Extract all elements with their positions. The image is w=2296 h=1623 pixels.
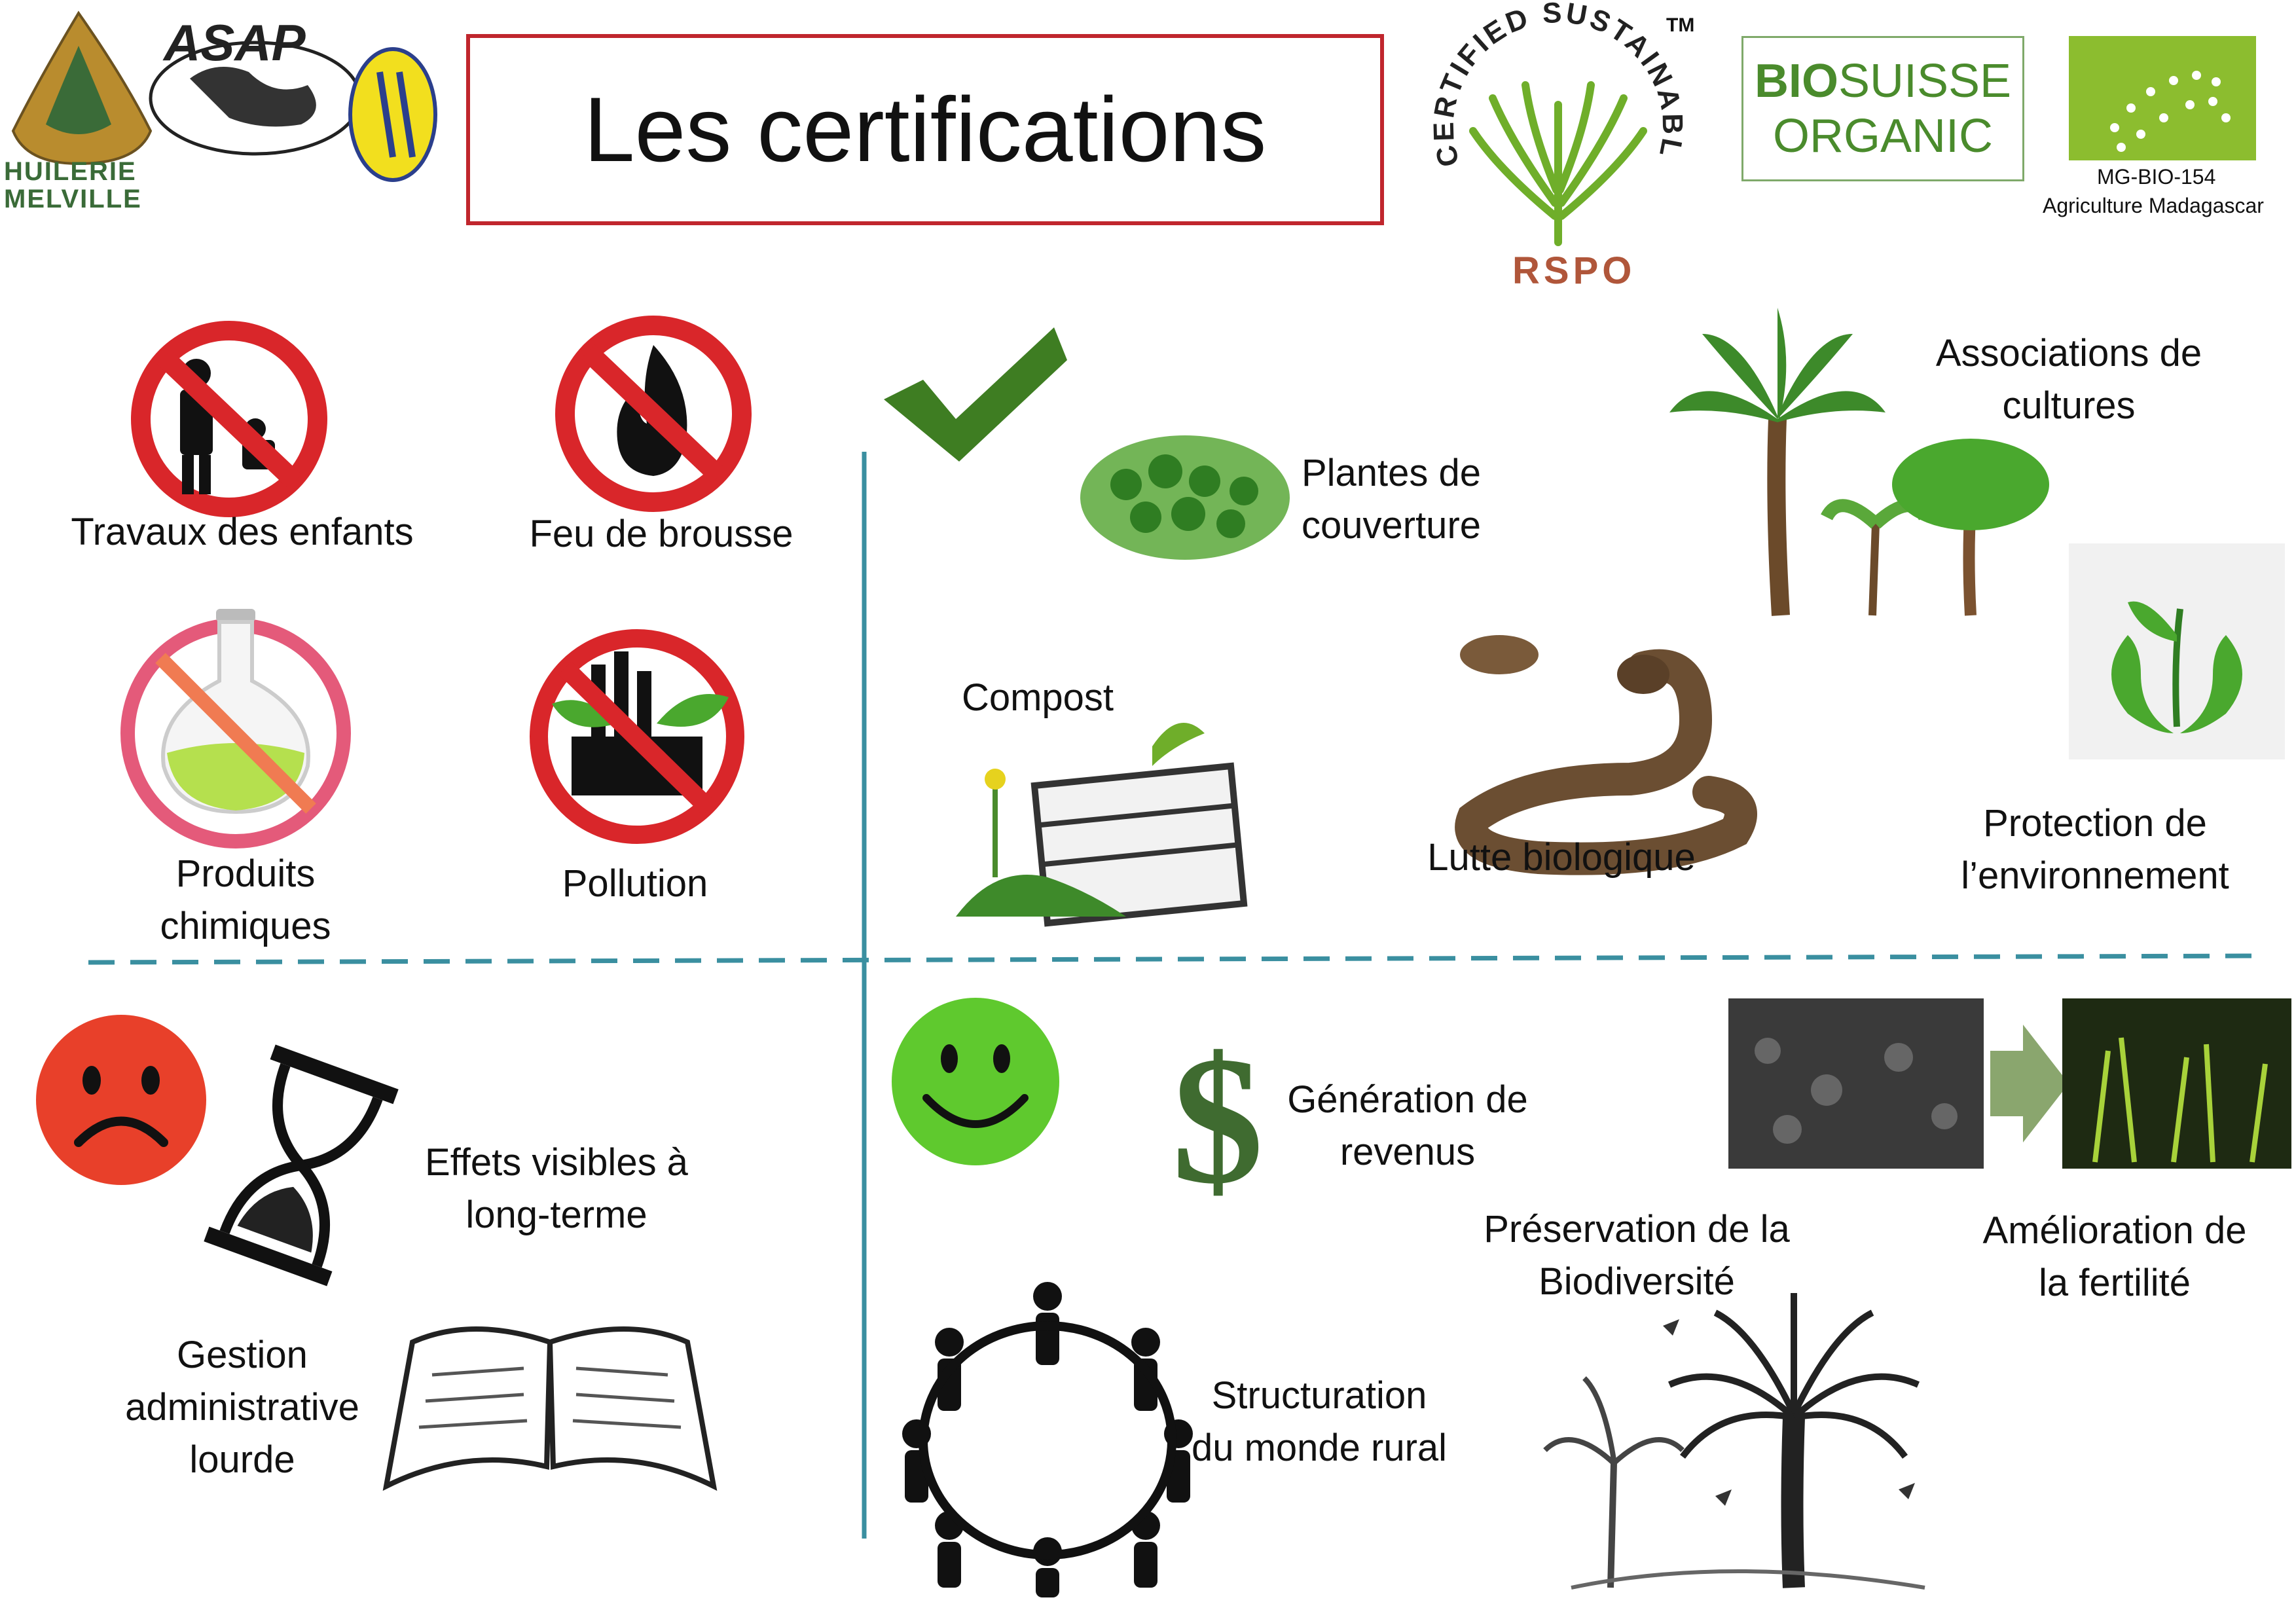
rspo-bottom: RSPO — [1512, 249, 1636, 292]
soil-fertility-icon — [1728, 998, 2291, 1169]
label-pollution: Pollution — [562, 862, 708, 905]
cover-plants-icon — [1080, 435, 1290, 560]
environment-protection-icon — [2069, 543, 2285, 759]
label-biodiversity: Préservation de la Biodiversité — [1484, 1208, 1790, 1303]
label-bush-fire: Feu de brousse — [529, 513, 793, 555]
melville-line1: HUILERIE — [4, 157, 137, 186]
label-chemicals: Produits chimiques — [160, 852, 331, 947]
label-income: Génération de revenus — [1287, 1078, 1528, 1173]
biosuisse-logo: BIOSUISSE ORGANIC — [1741, 36, 2024, 181]
rspo-emblem: CERTIFIED SUSTAINABLE PALM OIL — [1408, 0, 1686, 246]
compost-icon — [956, 723, 1248, 927]
snake-rat-icon — [1455, 635, 1757, 875]
melville-line2: MELVILLE — [4, 185, 142, 213]
people-circle-icon — [902, 1282, 1193, 1597]
asap-logo-graphic — [11, 10, 437, 182]
checkmark-icon — [884, 327, 1067, 462]
label-fertility: Amélioration de la fertilité — [1982, 1209, 2247, 1304]
label-compost: Compost — [961, 676, 1114, 719]
label-cover-plants: Plantes de couverture — [1301, 452, 1482, 547]
label-environment-protection: Protection de l’environnement — [1961, 802, 2229, 897]
open-book-icon — [382, 1326, 718, 1491]
page-title: Les certifications — [466, 34, 1384, 225]
biosuisse-organic: ORGANIC — [1772, 110, 1994, 162]
asap-logo: ASAP HUILERIE MELVILLE — [0, 0, 445, 216]
rspo-logo: CERTIFIED SUSTAINABLE PALM OIL TM RSPO — [1408, 0, 1696, 295]
no-pollution-icon — [530, 629, 744, 844]
label-long-term: Effets visibles à long-terme — [425, 1141, 688, 1236]
no-bush-fire-icon — [555, 316, 752, 512]
label-structuring: Structuration du monde rural — [1191, 1374, 1448, 1469]
no-child-labour-icon — [131, 321, 327, 517]
hourglass-icon — [204, 1044, 399, 1286]
label-crop-associations: Associations de cultures — [1935, 332, 2202, 427]
biosuisse-rest: SUISSE — [1838, 55, 2012, 107]
dollar-icon: $ — [1172, 1018, 1264, 1222]
eu-code: MG-BIO-154 — [2097, 165, 2216, 189]
no-chemicals-icon — [120, 609, 351, 848]
eu-organic-leaf-icon — [2069, 36, 2256, 160]
label-biological-control: Lutte biologique — [1427, 836, 1696, 879]
happy-face-icon — [892, 998, 1059, 1165]
label-admin: Gestion administrative lourde — [125, 1334, 359, 1481]
svg-text:$: $ — [1172, 1018, 1264, 1222]
asap-logo-text: ASAP — [164, 14, 306, 71]
eu-line: Agriculture Madagascar — [2043, 194, 2264, 217]
eu-stars-icon — [2110, 71, 2231, 152]
rspo-tm: TM — [1666, 14, 1695, 36]
biosuisse-bold: BIO — [1754, 55, 1838, 107]
biodiversity-palm-icon — [1543, 1293, 1925, 1590]
label-child-labour: Travaux des enfants — [71, 511, 414, 553]
crop-association-icon — [1669, 308, 2049, 616]
sad-face-icon — [36, 1015, 206, 1185]
